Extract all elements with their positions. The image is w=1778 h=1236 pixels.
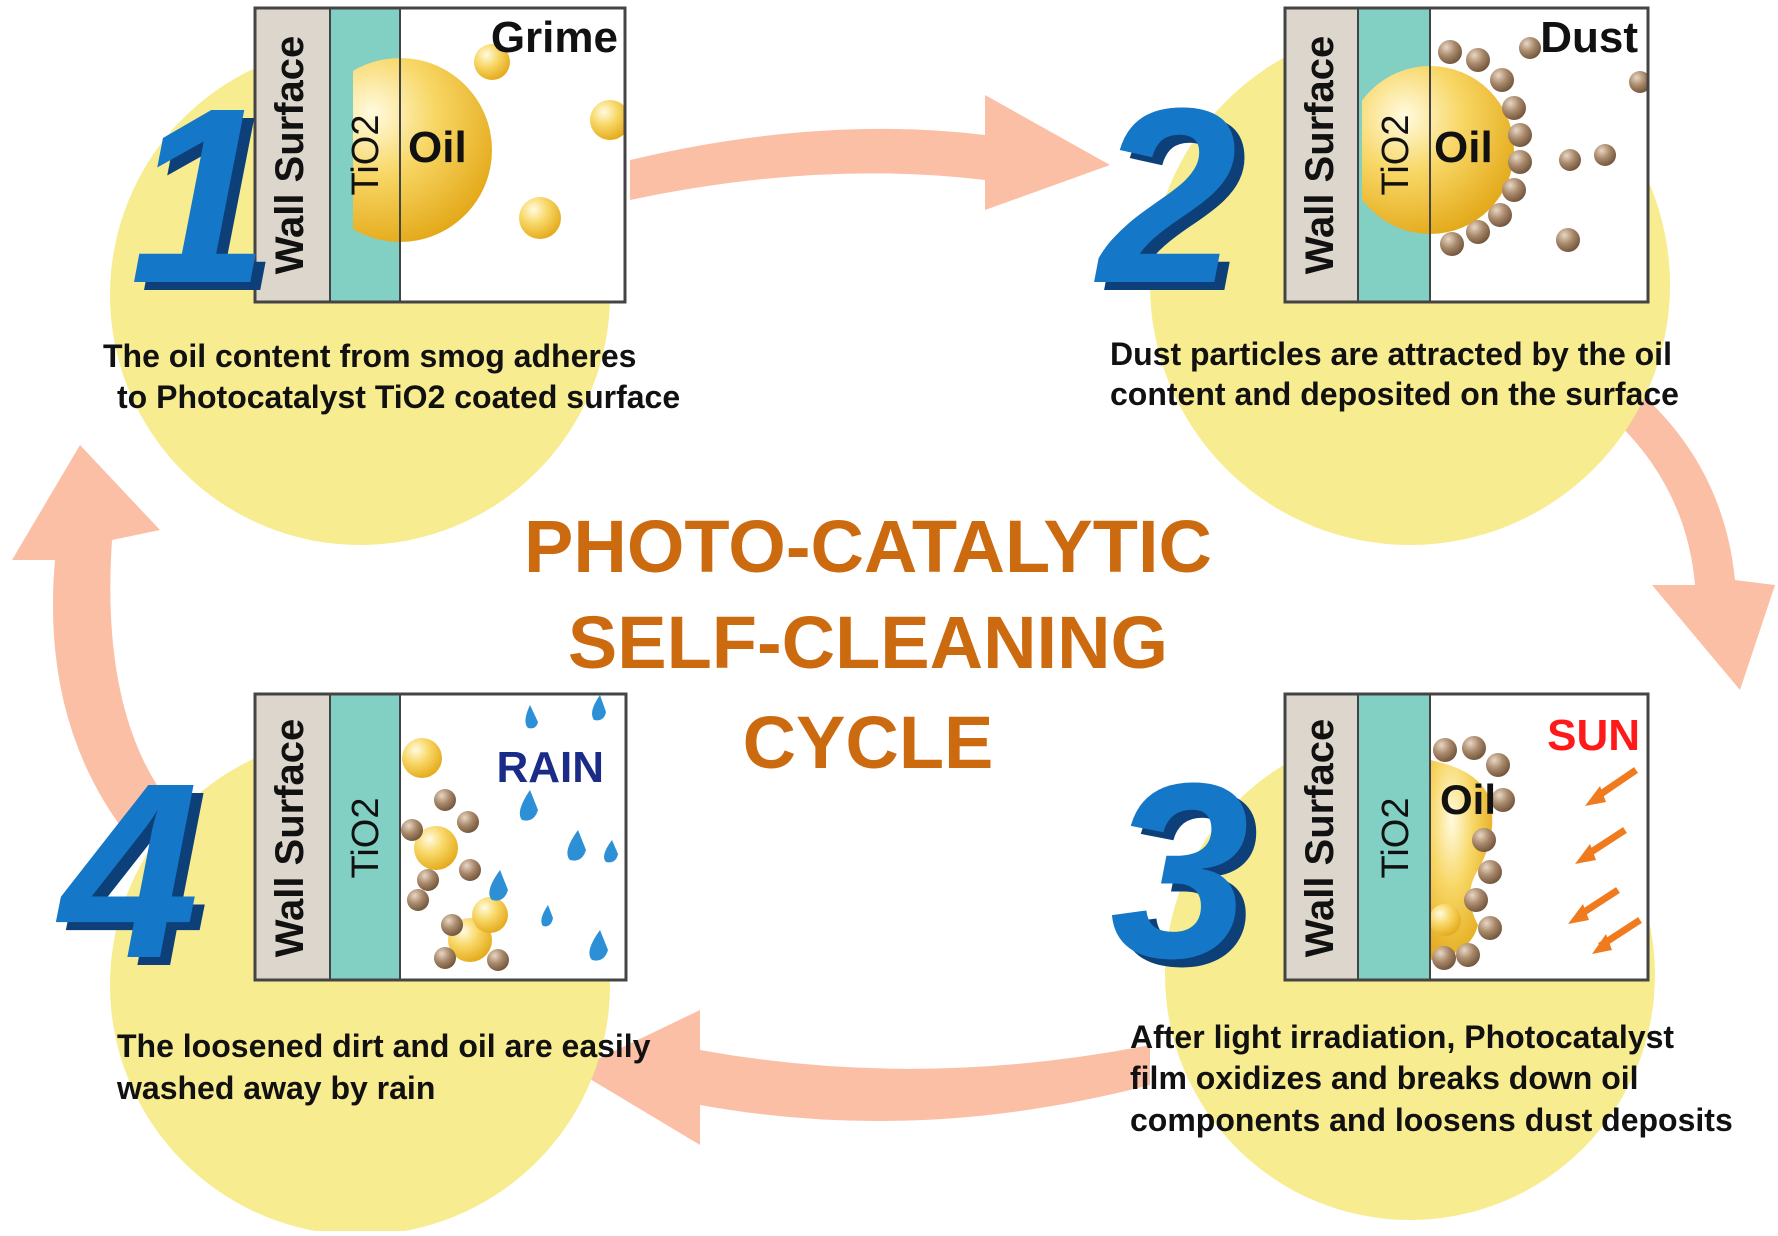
- arrow-step1-to-step2: [630, 95, 1110, 210]
- wall-surface-label: Wall Surface: [1298, 719, 1342, 958]
- svg-text:3: 3: [1110, 731, 1249, 1010]
- wall-surface-layer: [1285, 694, 1358, 980]
- oil-label: Oil: [408, 123, 467, 172]
- grime-droplet: [474, 44, 510, 80]
- rain-drops: [489, 695, 618, 961]
- wall-surface-label: Wall Surface: [1298, 36, 1342, 275]
- caption-line: Dust particles are attracted by the oil: [1110, 336, 1672, 372]
- grime-droplet: [519, 197, 561, 239]
- step1-caption: The oil content from smog adheres to Pho…: [103, 338, 680, 415]
- dust-label: Dust: [1540, 13, 1638, 62]
- step2-number: 2 2: [1094, 56, 1247, 343]
- svg-text:2: 2: [1104, 64, 1247, 343]
- tio2-label: TiO2: [345, 115, 387, 196]
- oil-droplet: [1362, 66, 1514, 234]
- step4-panel: Wall Surface TiO2 RAIN: [253, 692, 628, 982]
- dust-particles: [1438, 37, 1648, 256]
- svg-text:2: 2: [1094, 56, 1237, 335]
- caption-line: The oil content from smog adheres: [103, 338, 636, 374]
- step2-caption: Dust particles are attracted by the oil …: [1110, 336, 1679, 412]
- grime-droplet: [590, 100, 625, 140]
- sun-label: SUN: [1547, 711, 1640, 760]
- oil-label: Oil: [1434, 123, 1493, 172]
- step1-panel: Wall Surface TiO2 Oil Grime: [253, 6, 627, 304]
- arrow-step4-to-step1: [12, 445, 175, 845]
- title-line: PHOTO-CATALYTIC: [524, 505, 1212, 588]
- step2-panel: Wall Surface TiO2 Oil Dust: [1283, 6, 1650, 304]
- caption-line: to Photocatalyst TiO2 coated surface: [117, 379, 680, 415]
- step3-number: 3 3: [1110, 731, 1259, 1018]
- wall-surface-label: Wall Surface: [268, 719, 312, 958]
- title-line: SELF-CLEANING: [568, 601, 1168, 684]
- caption-line: The loosened dirt and oil are easily: [117, 1028, 651, 1064]
- caption-line: washed away by rain: [116, 1070, 435, 1106]
- svg-text:4: 4: [55, 731, 199, 1010]
- cycle-arrows: [12, 95, 1775, 1145]
- oil-label: Oil: [1440, 776, 1496, 823]
- title-line: CYCLE: [743, 701, 994, 784]
- wall-surface-label: Wall Surface: [268, 36, 312, 275]
- caption-line: components and loosens dust deposits: [1130, 1102, 1733, 1138]
- tio2-label: TiO2: [345, 798, 387, 879]
- oil-droplet: [353, 58, 492, 242]
- caption-line: After light irradiation, Photocatalyst: [1130, 1019, 1674, 1055]
- svg-text:3: 3: [1120, 739, 1259, 1018]
- tio2-layer: [1358, 694, 1430, 980]
- step3-panel: Wall Surface TiO2 Oil SUN: [1283, 692, 1650, 982]
- arrow-step3-to-step4: [575, 1010, 1150, 1145]
- step1-number: 1 1: [130, 56, 279, 343]
- caption-line: content and deposited on the surface: [1110, 376, 1679, 412]
- caption-line: film oxidizes and breaks down oil: [1130, 1060, 1639, 1096]
- step4-caption: The loosened dirt and oil are easily was…: [116, 1028, 651, 1106]
- wall-surface-layer: [255, 8, 330, 302]
- svg-text:1: 1: [130, 56, 269, 335]
- tio2-label: TiO2: [1375, 115, 1417, 196]
- wall-surface-layer: [255, 694, 330, 980]
- sun-rays: [1568, 767, 1642, 954]
- cycle-title: PHOTO-CATALYTIC SELF-CLEANING CYCLE: [524, 505, 1212, 784]
- tio2-layer: [330, 694, 400, 980]
- grime-label: Grime: [491, 13, 618, 62]
- tio2-label: TiO2: [1375, 798, 1417, 879]
- dust-particles: [401, 789, 509, 971]
- dust-particles: [1429, 736, 1515, 970]
- svg-text:1: 1: [140, 64, 279, 343]
- step-numbers: 1 1 2 2 3 3 4 4: [55, 56, 1259, 1018]
- arrow-step2-to-step3: [1585, 370, 1775, 690]
- step4-number: 4 4: [55, 731, 209, 1018]
- svg-text:4: 4: [65, 739, 209, 1018]
- step3-caption: After light irradiation, Photocatalyst f…: [1130, 1019, 1733, 1138]
- rain-label: RAIN: [496, 743, 604, 792]
- wall-surface-layer: [1285, 8, 1358, 302]
